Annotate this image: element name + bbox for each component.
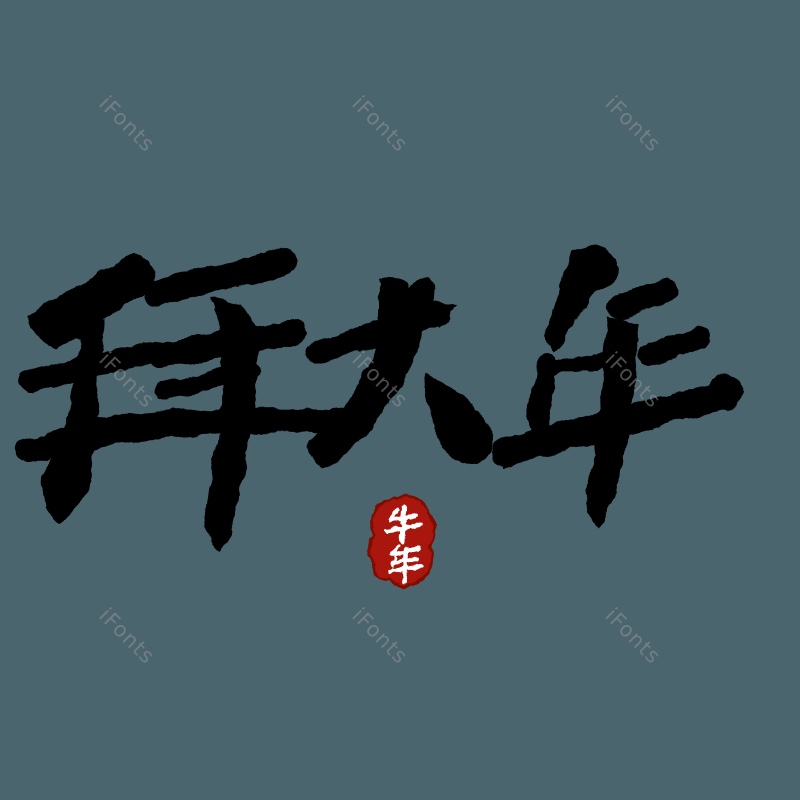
brush-stroke [205,298,261,552]
brush-stroke [608,277,679,320]
character-da [308,275,493,467]
seal-stroke [399,505,407,545]
brush-stroke [539,352,612,378]
seal-stroke [401,546,409,584]
brush-stroke [308,275,438,467]
seal-stroke [389,507,399,521]
brush-stroke [424,372,493,466]
brush-stroke [76,407,349,444]
character-bai [14,250,352,552]
seal-stamp [367,494,437,588]
seal-char-nian [387,545,423,584]
brush-stroke [546,245,618,351]
brush-stroke [40,315,105,525]
brush-stroke [428,304,456,328]
seal-char-niu [384,505,423,545]
brush-stroke [145,250,296,306]
brush-stroke [27,254,154,351]
character-nian [492,245,742,531]
ink-text-group [14,245,742,552]
brush-stroke [586,317,641,531]
brush-stroke [639,326,711,367]
brush-stroke [503,446,516,468]
brush-stroke [706,374,742,410]
